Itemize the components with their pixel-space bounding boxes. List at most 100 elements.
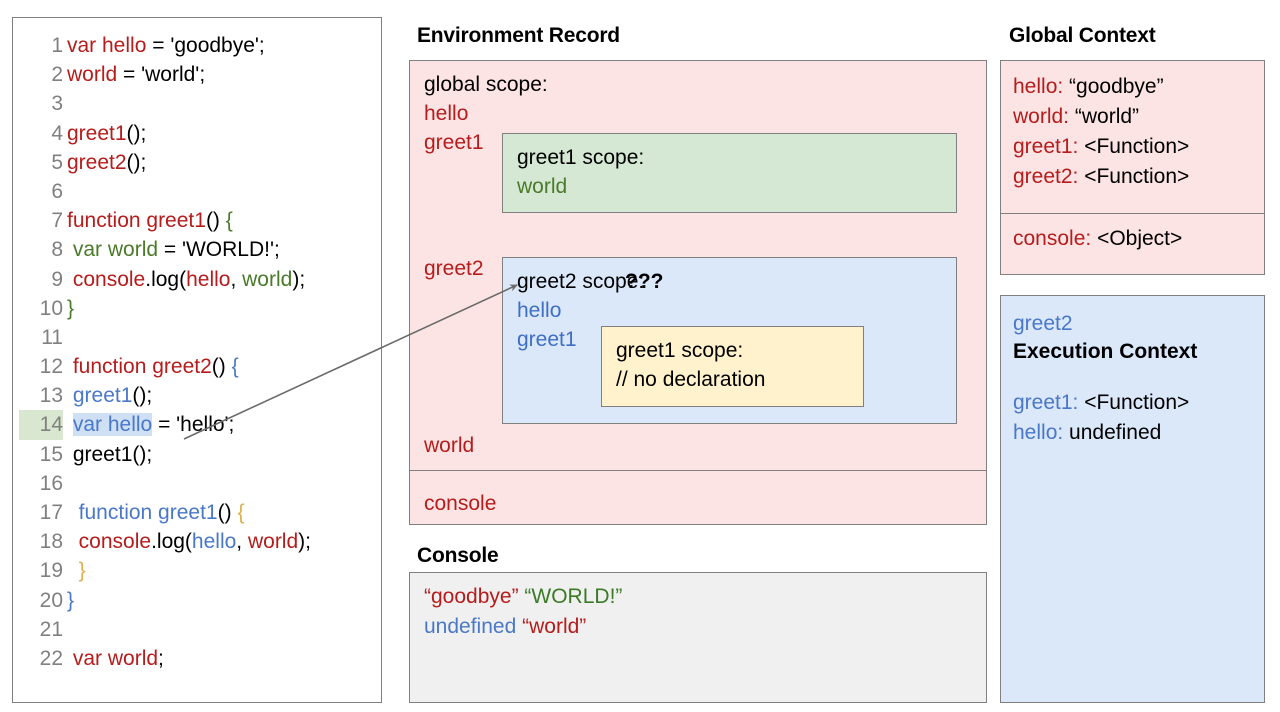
env-binding-greet1: greet1: [424, 131, 484, 154]
entry-value: <Function>: [1084, 391, 1190, 414]
code-line-text: }: [67, 556, 86, 585]
code-line-number: 11: [41, 325, 63, 349]
code-line-text: greet1();: [67, 119, 146, 148]
execution-context-entry: hello: undefined: [1013, 421, 1161, 445]
code-line-text: }: [67, 294, 74, 323]
code-token: {: [237, 501, 245, 524]
env-binding-greet2: greet2: [424, 257, 484, 280]
code-line[interactable]: 3: [19, 89, 379, 118]
console-output-box[interactable]: “goodbye” “WORLD!”undefined “world”: [409, 572, 987, 703]
code-token: var world: [72, 238, 159, 262]
code-line-number: 7: [51, 209, 63, 233]
env-binding-console: console: [424, 492, 497, 515]
code-token: hello: [186, 267, 231, 291]
entry-key: hello:: [1013, 421, 1070, 444]
code-line[interactable]: 20}: [19, 586, 379, 615]
console-token: “world”: [522, 615, 587, 638]
code-line[interactable]: 15 greet1();: [19, 440, 379, 469]
code-line[interactable]: 11: [19, 323, 379, 352]
console-row: “goodbye” “WORLD!”: [424, 585, 622, 609]
console-token: “goodbye”: [424, 585, 519, 608]
code-token: (): [205, 209, 226, 233]
code-line-text: function greet2() {: [67, 352, 239, 381]
code-line[interactable]: 14 var hello = 'hello';: [19, 410, 379, 440]
environment-record-divider: [410, 470, 986, 471]
code-line-text: function greet1() {: [67, 498, 245, 527]
code-token: var hello: [72, 413, 153, 437]
code-line[interactable]: 22 var world;: [19, 644, 379, 673]
greet2-scope-var-hello: hello: [517, 299, 562, 322]
greet1-inner-scope-header: greet1 scope:: [616, 339, 744, 362]
code-line[interactable]: 21: [19, 615, 379, 644]
code-token: function greet1: [67, 209, 206, 233]
code-line[interactable]: 17 function greet1() {: [19, 498, 379, 527]
entry-key: greet1:: [1013, 391, 1085, 414]
code-token: [67, 413, 73, 436]
code-token: ,: [230, 267, 243, 291]
code-line-number: 8: [51, 238, 63, 262]
global-context-entry: greet1: <Function>: [1013, 135, 1189, 159]
execution-context-owner: greet2: [1013, 312, 1073, 335]
code-line[interactable]: 9 console.log(hello, world);: [19, 265, 379, 294]
execution-context-box: greet2 Execution Context greet1: <Functi…: [1000, 295, 1265, 703]
code-token: }: [67, 296, 75, 320]
code-line[interactable]: 8 var world = 'WORLD!';: [19, 235, 379, 264]
code-line-text: var world;: [67, 644, 164, 673]
code-line-text: console.log(hello, world);: [67, 265, 305, 294]
code-token: greet2: [67, 150, 127, 174]
code-token: [67, 559, 79, 582]
global-context-entry: greet2: <Function>: [1013, 165, 1189, 189]
code-token: .log(: [151, 530, 192, 554]
code-token: {: [225, 209, 233, 233]
environment-record-title: Environment Record: [417, 24, 620, 47]
code-token: {: [231, 355, 239, 379]
code-line[interactable]: 18 console.log(hello, world);: [19, 527, 379, 556]
code-line[interactable]: 13 greet1();: [19, 381, 379, 410]
code-line[interactable]: 19 }: [19, 556, 379, 585]
code-line[interactable]: 10}: [19, 294, 379, 323]
entry-key: hello:: [1013, 75, 1070, 98]
entry-value: “world”: [1074, 105, 1140, 128]
code-line-text: greet2();: [67, 148, 146, 177]
code-line-number: 9: [51, 267, 63, 291]
code-line-number: 3: [51, 92, 63, 116]
code-token: = 'WORLD!';: [158, 238, 280, 262]
code-token: );: [298, 530, 311, 554]
code-token: }: [78, 559, 86, 583]
console-token: “WORLD!”: [524, 585, 623, 608]
execution-context-title: Execution Context: [1013, 340, 1198, 363]
code-line-number: 4: [51, 121, 63, 145]
entry-value: “goodbye”: [1069, 75, 1164, 98]
code-line-number: 20: [39, 588, 63, 612]
greet2-scope-var-greet1: greet1: [517, 328, 577, 351]
greet1-scope-var-world: world: [517, 175, 568, 198]
code-line[interactable]: 12 function greet2() {: [19, 352, 379, 381]
greet1-scope-header: greet1 scope:: [517, 146, 645, 169]
code-line-number: 13: [39, 384, 63, 408]
code-token: [67, 501, 79, 524]
code-token: console: [78, 530, 152, 554]
greet2-scope-header: greet2 scope:: [517, 270, 645, 293]
code-line[interactable]: 16: [19, 469, 379, 498]
code-token: ;: [158, 646, 164, 670]
code-line-number: 6: [51, 179, 63, 203]
code-line-text: var hello = 'hello';: [67, 410, 234, 439]
env-binding-world: world: [424, 434, 475, 457]
code-line-number: 10: [39, 296, 63, 320]
greet1-inner-scope-box: greet1 scope: // no declaration: [601, 326, 864, 407]
entry-key: greet1:: [1013, 135, 1085, 158]
code-token: world: [247, 530, 299, 554]
code-line-number: 16: [39, 471, 63, 495]
global-scope-label: global scope:: [424, 73, 548, 96]
code-line[interactable]: 6: [19, 177, 379, 206]
code-token: function greet1: [78, 501, 218, 524]
code-token: ,: [236, 530, 248, 554]
code-line-number: 15: [39, 442, 63, 466]
